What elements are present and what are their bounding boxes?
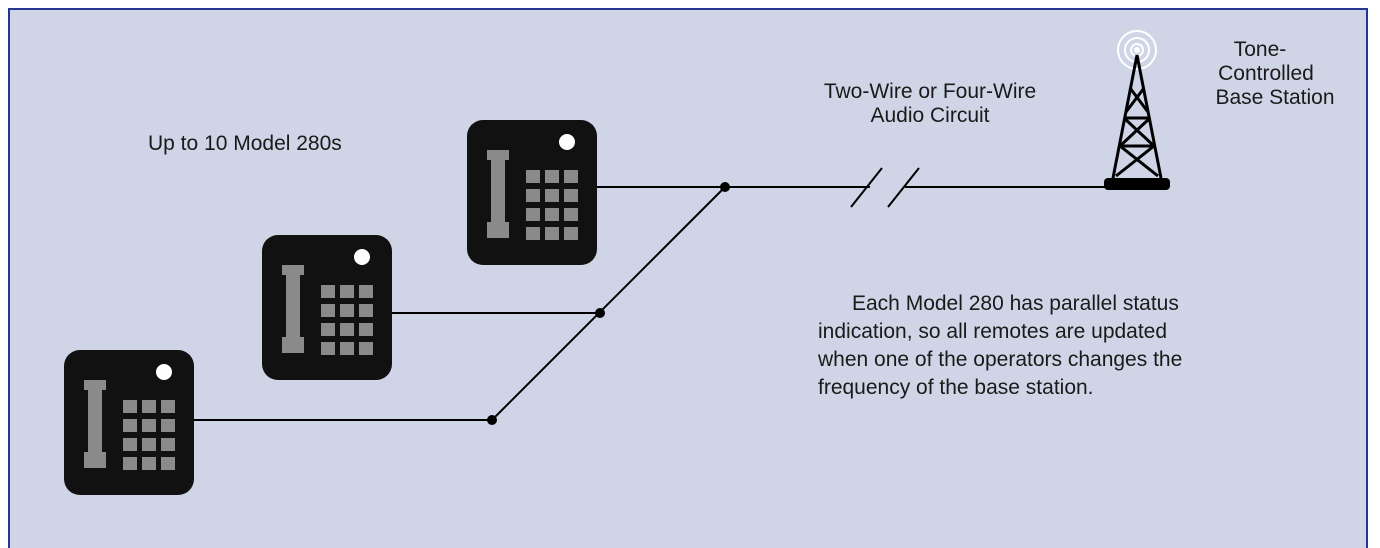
junction-middle <box>595 308 605 318</box>
circuit-label-line1: Two-Wire or Four-Wire <box>823 80 1037 103</box>
base-station-label-line3: Base Station <box>1215 86 1335 109</box>
circuit-label-line2: Audio Circuit <box>870 104 990 127</box>
status-note-line4: frequency of the base station. <box>818 376 1094 399</box>
circuit-label: Two-Wire or Four-Wire Audio Circuit <box>785 80 1075 128</box>
base-station-label-line2: Controlled <box>1218 62 1314 85</box>
model-count-label: Up to 10 Model 280s <box>148 132 342 155</box>
base-station-label: Tone- Controlled Base Station <box>1185 38 1335 110</box>
diagram-panel <box>8 8 1368 548</box>
junction-top <box>720 182 730 192</box>
desk-phone-icon <box>262 235 392 380</box>
network-diagram <box>64 30 1170 495</box>
status-note: Each Model 280 has parallel status indic… <box>818 290 1248 402</box>
break-mark-2 <box>887 167 920 208</box>
break-mark-1 <box>850 167 883 208</box>
status-note-line3: when one of the operators changes the <box>818 348 1183 371</box>
desk-phone-icon <box>64 350 194 495</box>
junction-bottom <box>487 415 497 425</box>
desk-phone-icon <box>467 120 597 265</box>
status-note-line2: indication, so all remotes are updated <box>818 320 1168 343</box>
base-station-label-line1: Tone- <box>1233 38 1287 61</box>
wire-diagonal <box>491 186 726 421</box>
radio-tower-icon <box>1104 30 1170 190</box>
status-note-line1: Each Model 280 has parallel status <box>852 292 1179 315</box>
